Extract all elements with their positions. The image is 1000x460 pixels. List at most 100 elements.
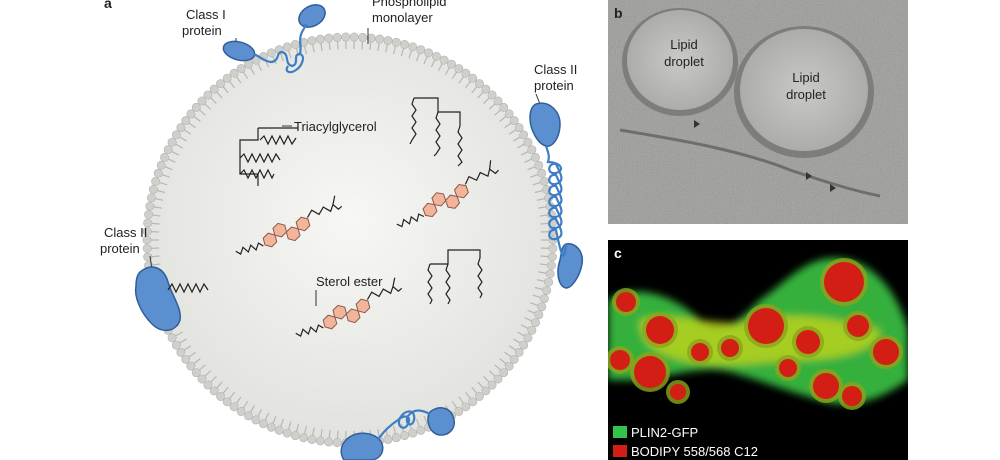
lipid-droplet-1 [627, 10, 733, 110]
phospholipid-head [499, 368, 509, 378]
phospholipid-head [315, 436, 325, 446]
phospholipid-head [519, 340, 529, 350]
triacylglycerol-molecule-1 [239, 125, 298, 186]
phospholipid-head [160, 152, 170, 162]
phospholipid-head [537, 302, 547, 312]
triacylglycerol-molecule-3 [427, 249, 483, 305]
phospholipid-head [203, 380, 213, 390]
phospholipid-head [203, 90, 213, 100]
phospholipid-label-line1: Phospholipid [372, 0, 446, 9]
phospholipid-head [209, 386, 219, 396]
sterol-side-chain [306, 203, 343, 218]
phospholipid-head [324, 33, 334, 43]
phospholipid-head [416, 425, 426, 435]
phospholipid-head [148, 185, 158, 195]
panel-b: b Lipid droplet Lipid droplet [608, 0, 908, 224]
phospholipid-head [216, 79, 226, 89]
sterol-side-chain [366, 285, 403, 300]
phospholipid-head [431, 51, 441, 61]
phospholipid-head [481, 84, 491, 94]
phospholipid-head [290, 431, 300, 441]
phospholipid-head [509, 116, 519, 126]
class-ii-protein-right: Class II protein [529, 62, 584, 289]
phospholipid-head [176, 123, 186, 133]
phospholipid-head [514, 347, 524, 357]
phospholipid-head [358, 32, 368, 42]
bodipy-droplet [670, 384, 686, 400]
phospholipid-head [229, 402, 239, 412]
phospholipid-head [400, 431, 410, 441]
class-ii-right-label-line2: protein [534, 78, 574, 93]
phospholipid-head [400, 39, 410, 49]
class-i-helix [253, 23, 308, 74]
class-i-protein-bottom [340, 407, 455, 460]
phospholipid-head [509, 354, 519, 364]
phospholipid-head [534, 310, 544, 320]
class-ii-left-domain [134, 266, 181, 332]
phospholipid-head [307, 36, 317, 46]
phospholipid-head [391, 37, 401, 47]
sterol-fatty-acid-tail [235, 242, 264, 255]
class-ii-right-helix [544, 145, 568, 257]
triacylglycerol-molecule-2 [409, 97, 463, 167]
phospholipid-head [142, 244, 152, 254]
class-i-label-line1: Class I [186, 7, 226, 22]
phospholipid-head [527, 145, 537, 155]
phospholipid-head [144, 210, 154, 220]
triacylglycerol-label: Triacylglycerol [294, 119, 377, 134]
droplet-1-label-line2: droplet [664, 54, 704, 69]
class-ii-right-leader-line [535, 93, 541, 105]
phospholipid-head [349, 32, 359, 42]
lipid-droplet-core [150, 40, 550, 440]
sterol-side-chain [464, 168, 499, 185]
bodipy-droplet [847, 315, 869, 337]
sterol-ring [295, 216, 311, 232]
phospholipid-head [153, 168, 163, 178]
bodipy-droplet [779, 359, 797, 377]
phospholipid-head [487, 90, 497, 100]
droplet-2-label-line1: Lipid [792, 70, 819, 85]
phospholipid-head [236, 406, 246, 416]
phospholipid-head [530, 152, 540, 162]
phospholipid-head [191, 102, 201, 112]
legend-swatch-plin2 [613, 426, 627, 438]
droplet-2-label-line2: droplet [786, 87, 826, 102]
phospholipid-head [474, 391, 484, 401]
bodipy-droplet [873, 339, 899, 365]
phospholipid-head [216, 391, 226, 401]
class-ii-left-label-line1: Class II [104, 225, 147, 240]
sterol-ring [272, 222, 288, 238]
phospholipid-head [416, 45, 426, 55]
phospholipid-head [181, 354, 191, 364]
phospholipid-head [537, 168, 547, 178]
bodipy-droplet [796, 330, 820, 354]
bodipy-droplet [616, 292, 636, 312]
panel-a: a Phospholipid monolayer Class I protein… [100, 0, 584, 460]
phospholipid-head [181, 116, 191, 126]
red-droplets [608, 258, 903, 410]
phospholipid-head [461, 68, 471, 78]
class-i-protein-domain-left [222, 40, 256, 62]
phospholipid-head [299, 433, 309, 443]
phospholipid-head [474, 79, 484, 89]
bottom-protein-domain-left [340, 432, 384, 460]
phospholipid-head [504, 361, 514, 371]
phospholipid-head [545, 269, 555, 279]
bodipy-droplet [634, 356, 666, 388]
phospholipid-head [383, 434, 393, 444]
phospholipid-head [332, 438, 342, 448]
bodipy-droplet [748, 308, 784, 344]
panel-a-letter: a [104, 0, 112, 11]
sterol-ring [453, 183, 469, 199]
phospholipid-head [439, 55, 449, 65]
phospholipid-head [156, 160, 166, 170]
bodipy-droplet [646, 316, 674, 344]
panel-c: c PLIN2-GFP BODIPY 558/568 C12 [608, 240, 908, 460]
bodipy-droplet [824, 262, 864, 302]
phospholipid-head [186, 109, 196, 119]
phospholipid-head [332, 32, 342, 42]
phospholipid-head [375, 34, 385, 44]
phospholipid-head [167, 333, 177, 343]
class-ii-left-label-line2: protein [100, 241, 140, 256]
bodipy-droplet [610, 350, 630, 370]
